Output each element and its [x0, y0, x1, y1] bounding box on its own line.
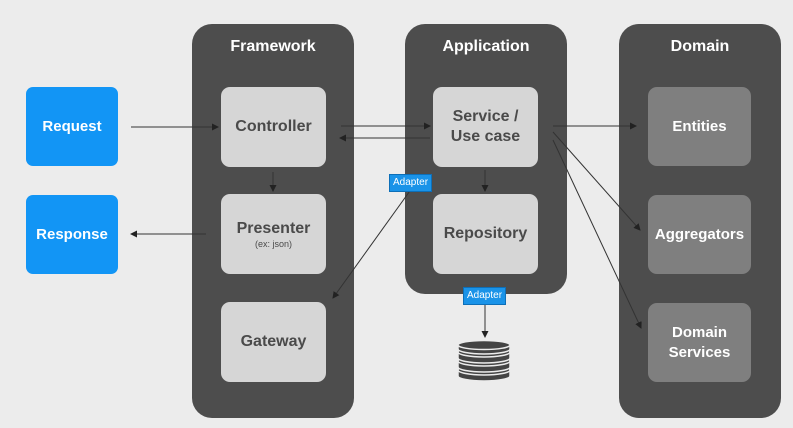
- response-box: Response: [26, 195, 118, 274]
- domain-services-box: Domain Services: [648, 303, 751, 382]
- response-label: Response: [36, 225, 108, 243]
- repository-box: Repository: [433, 194, 538, 274]
- database-icon: [457, 340, 511, 382]
- application-title: Application: [442, 38, 530, 55]
- adapter-tag-gateway: Adapter: [389, 174, 433, 192]
- service-to-aggregators-arrow: [552, 131, 641, 231]
- service-to-gateway-arrow: [332, 187, 413, 299]
- domain-services-line2: Services: [668, 343, 731, 361]
- aggregators-label: Aggregators: [654, 225, 745, 243]
- entities-label: Entities: [672, 117, 727, 135]
- presenter-note: (ex: json): [254, 238, 292, 249]
- service-to-domain-services-arrow: [552, 139, 642, 329]
- request-box: Request: [26, 87, 118, 166]
- service-box: Service / Use case: [433, 87, 538, 167]
- request-label: Request: [42, 117, 102, 135]
- gateway-label: Gateway: [240, 333, 307, 350]
- service-label-line1: Service /: [452, 108, 519, 125]
- presenter-box: Presenter (ex: json): [221, 194, 326, 274]
- adapter-tag-database: Adapter: [463, 287, 507, 305]
- controller-box: Controller: [221, 87, 326, 167]
- presenter-label: Presenter: [236, 219, 311, 237]
- entities-box: Entities: [648, 87, 751, 166]
- domain-title: Domain: [670, 38, 730, 55]
- service-label-line2: Use case: [450, 128, 521, 145]
- repository-label: Repository: [443, 225, 528, 242]
- controller-label: Controller: [235, 118, 312, 135]
- domain-services-line1: Domain: [671, 323, 727, 341]
- gateway-box: Gateway: [221, 302, 326, 382]
- framework-title: Framework: [230, 38, 316, 55]
- aggregators-box: Aggregators: [648, 195, 751, 274]
